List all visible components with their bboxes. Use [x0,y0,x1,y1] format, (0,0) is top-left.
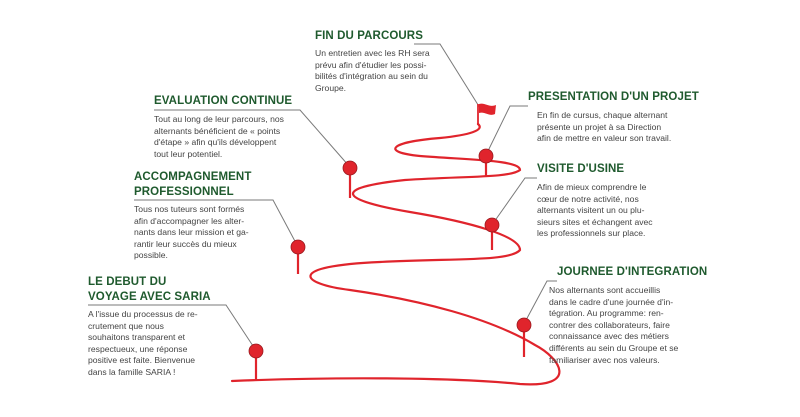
pin-evaluation [342,160,358,198]
step-debut-title: LE DEBUT DU VOYAGE AVEC SARIA [88,275,211,305]
text-line: alternants visitent un ou plu- [537,205,645,216]
text-line: sieurs sites et échangent avec [537,216,653,227]
step-presentation-title: PRESENTATION D'UN PROJET [528,90,699,105]
text-line: respectueux, une réponse [88,343,188,354]
text-line: possible. [134,250,168,261]
pin-accompagnement [290,239,306,274]
text-line: Nos alternants sont accueillis [549,285,661,295]
text-line: bilités d'intégration au sein du [315,71,428,82]
step-accompagnement-title: ACCOMPAGNEMENT PROFESSIONNEL [134,170,251,200]
text-line: rantir leur succès du mieux [134,238,237,249]
text-line: contrer des collaborateurs, faire [549,319,670,330]
step-visite-text: Afin de mieux comprendre le cœur de notr… [537,182,653,240]
connector-evaluation [154,109,350,167]
pin-journee [516,317,532,357]
connector-journee [524,280,557,323]
text-line: souhaitons transparent et [88,332,185,343]
connector-fin [414,43,481,109]
step-presentation-title-line: PRESENTATION D'UN PROJET [528,91,699,103]
text-line: crutement que nous [88,320,164,331]
step-evaluation-title: EVALUATION CONTINUE [154,94,292,109]
text-line: Tout au long de leur parcours, nos [154,114,284,124]
winding-road [230,122,561,386]
step-accompagnement-text: Tous nos tuteurs sont formés afin d'acco… [134,204,249,262]
connector-debut [88,304,256,350]
text-line: familiariser avec nos valeurs. [549,354,660,365]
text-line: présente un projet à sa Direction [537,121,662,132]
text-line: cœur de notre activité, nos [537,193,639,204]
step-debut-title-line: VOYAGE AVEC SARIA [88,291,211,303]
text-line: Afin de mieux comprendre le [537,182,647,192]
step-fin-title-line: FIN DU PARCOURS [315,30,423,42]
text-line: dans le cadre d'une journée d'in- [549,296,674,307]
connector-visite [493,177,537,223]
pin-debut [248,343,264,380]
milestone-pins [248,148,532,380]
step-fin-title: FIN DU PARCOURS [315,29,423,44]
text-line: A l'issue du processus de re- [88,309,198,319]
step-evaluation-text: Tout au long de leur parcours, nos alter… [154,114,284,160]
connector-presentation [486,105,528,154]
text-line: d'étape » afin qu'ils développent [154,137,277,148]
text-line: prévu afin d'étudier les possi- [315,59,427,70]
text-line: dans la famille SARIA ! [88,366,176,377]
step-journee-title-line: JOURNEE D'INTEGRATION [557,266,708,278]
pin-presentation [478,148,494,177]
step-accompagnement-title-line: ACCOMPAGNEMENT [134,171,252,183]
text-line: les professionnels sur place. [537,228,646,239]
step-visite-title: VISITE D'USINE [537,162,624,177]
text-line: nants dans leur mission et ga- [134,227,249,238]
text-line: Groupe. [315,82,347,93]
text-line: positive est faite. Bienvenue [88,355,196,366]
step-debut-text: A l'issue du processus de re- crutement … [88,309,198,379]
step-visite-title-line: VISITE D'USINE [537,163,625,175]
pin-visite [484,217,500,250]
step-debut-title-line: LE DEBUT DU [88,276,167,288]
step-fin-text: Un entretien avec les RH sera prévu afin… [315,48,430,94]
connector-lines [88,43,557,350]
text-line: En fin de cursus, chaque alternant [537,110,668,120]
text-line: tout leur potentiel. [154,148,223,159]
connector-accompagnement [134,199,298,246]
text-line: afin d'accompagner les alter- [134,215,245,226]
text-line: afin de mettre en valeur son travail. [537,133,672,144]
step-journee-text: Nos alternants sont accueillis dans le c… [549,285,678,366]
finish-flag-icon [477,103,496,125]
text-line: connaissance avec des métiers [549,331,669,342]
step-presentation-text: En fin de cursus, chaque alternant prése… [537,110,671,145]
text-line: Tous nos tuteurs sont formés [134,204,245,214]
step-journee-title: JOURNEE D'INTEGRATION [557,265,707,280]
text-line: Un entretien avec les RH sera [315,48,430,58]
step-accompagnement-title-line: PROFESSIONNEL [134,186,234,198]
text-line: tégration. Au programme: ren- [549,308,664,319]
text-line: alternants bénéficient de « points [154,125,281,136]
step-evaluation-title-line: EVALUATION CONTINUE [154,95,293,107]
text-line: différents au sein du Groupe et se [549,342,679,353]
